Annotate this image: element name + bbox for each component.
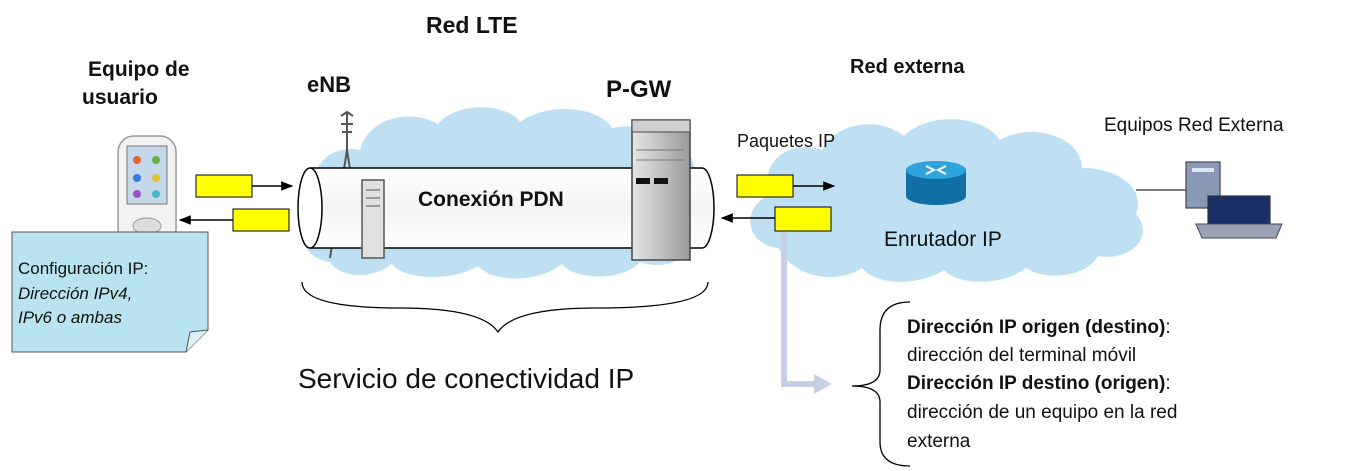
external-equipment-label: Equipos Red Externa (1104, 115, 1284, 136)
lte-network-title: Red LTE (426, 12, 518, 38)
pgw-server-icon (631, 119, 691, 261)
packet-downlink-ext (774, 206, 832, 232)
packet-uplink-ext (736, 174, 794, 198)
ip-router-icon (906, 161, 966, 205)
packet-downlink-ue (232, 208, 290, 232)
ip-packets-label: Paquetes IP (737, 131, 836, 151)
ip-config-heading: Configuración IP: (18, 259, 149, 278)
origin-address-colon: : (1165, 317, 1171, 338)
pgw-label: P-GW (606, 76, 672, 103)
ip-config-line2: IPv6 o ambas (18, 308, 122, 327)
origin-address-heading: Dirección IP origen (destino): (907, 317, 1171, 339)
service-brace (301, 281, 709, 334)
details-pointer-arrow (781, 232, 832, 394)
ip-router-label: Enrutador IP (884, 228, 1002, 251)
external-network-label: Red externa (850, 56, 965, 78)
packet-flows (178, 174, 836, 232)
details-brace (851, 301, 911, 467)
ip-connectivity-service-label: Servicio de conectividad IP (298, 363, 635, 394)
external-computer-icon (1136, 161, 1283, 239)
ip-config-line1: Dirección IPv4, (18, 284, 133, 303)
enb-label: eNB (307, 72, 352, 97)
origin-address-description: dirección del terminal móvil (907, 345, 1137, 366)
destination-address-colon: : (1165, 373, 1171, 394)
destination-address-description-line2: externa (907, 431, 971, 452)
destination-address-heading: Dirección IP destino (origen): (907, 373, 1171, 395)
user-equipment-label-line1: Equipo de (88, 58, 190, 81)
user-equipment-label-line2: usuario (82, 86, 158, 109)
destination-address-description-line1: dirección de un equipo en la red (907, 402, 1178, 423)
user-phone-icon (117, 135, 177, 247)
origin-address-heading-text: Dirección IP origen (destino) (907, 317, 1166, 338)
ip-config-note (11, 231, 209, 353)
pdn-connection-label: Conexión PDN (418, 188, 564, 211)
enb-cabinet-icon (361, 179, 385, 259)
pdn-tube (297, 167, 715, 249)
destination-address-heading-text: Dirección IP destino (origen) (907, 373, 1166, 394)
packet-uplink-ue (195, 174, 253, 198)
